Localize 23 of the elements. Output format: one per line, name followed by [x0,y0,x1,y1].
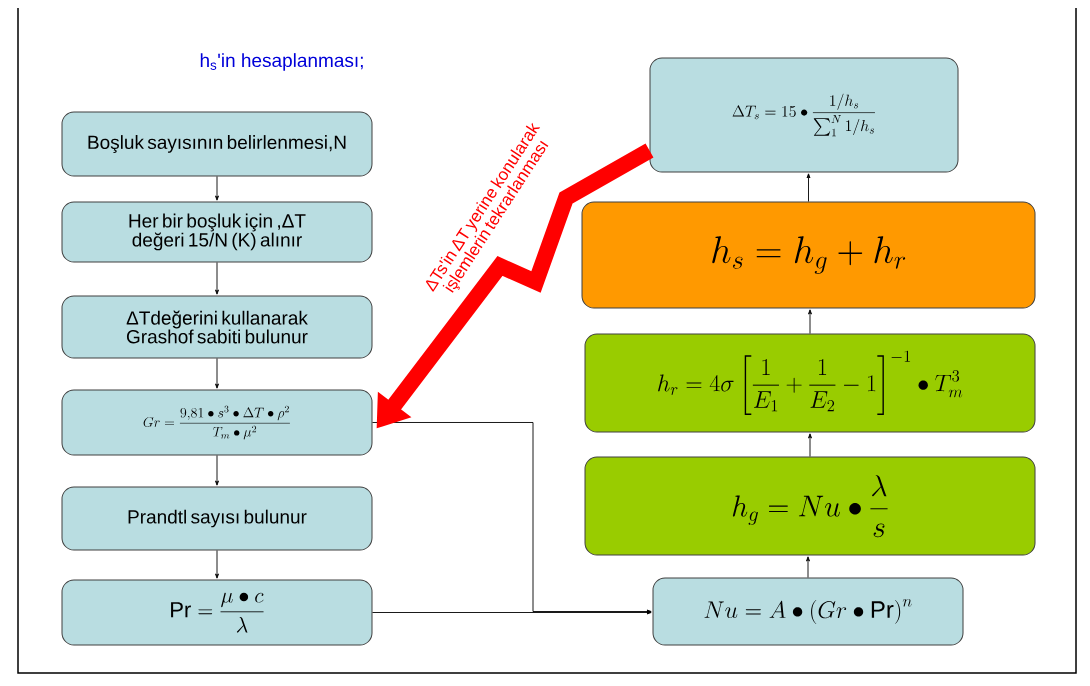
arrow [806,556,810,578]
process-box: Boşluk sayısının belirlenmesi,N [61,111,373,177]
process-box: Prandtl sayısı bulunur [61,486,373,551]
arrow [215,550,219,579]
arrow [808,433,812,457]
arrow [372,610,652,615]
arrow [215,358,219,389]
formula-box: $\mathrm{Pr} = \frac{\mu \bullet c}{\lambda}$ [61,579,373,646]
arrow [215,262,219,295]
arrow [808,309,812,334]
formula-box: $h_{r} = 4\sigma\left[\frac{1}{E_{1}}+\frac{1}{E_{2}}-1\right]^{-1} \bullet T_{m}^{3}$ [584,333,1036,433]
heading: h$_{s}$'in hesaplanması; [200,53,363,71]
formula-box: $h_{s} = h_{g} + h_{r}$ [581,201,1036,309]
arrow [806,173,811,202]
formula-box: $h_{g} = Nu \bullet \frac{\lambda}{s}$ [584,456,1036,556]
process-box: Her bir boşluk için ,ΔT değeri 15/N (K) alınır [61,201,373,263]
formula-box: $Gr = \frac{9{,}81 \bullet s^{3} \bullet \Delta T \bullet \rho^{2}}{T_{m} \bullet \mu^{2}}$ [61,389,373,456]
arrow [215,455,219,486]
arrow [215,176,219,201]
process-box: ΔTdeğerini kullanarak Grashof sabiti bulunur [61,295,373,359]
formula-box: $\Delta T_{s} = 15 \bullet \frac{1/h_{s}}{\sum_{1}^{N} 1/h_{s}}$ [649,57,959,173]
formula-box: $Nu = A \bullet \left(Gr \bullet \mathrm{Pr}\right)^{n}$ [652,577,964,646]
arrow [372,422,652,614]
